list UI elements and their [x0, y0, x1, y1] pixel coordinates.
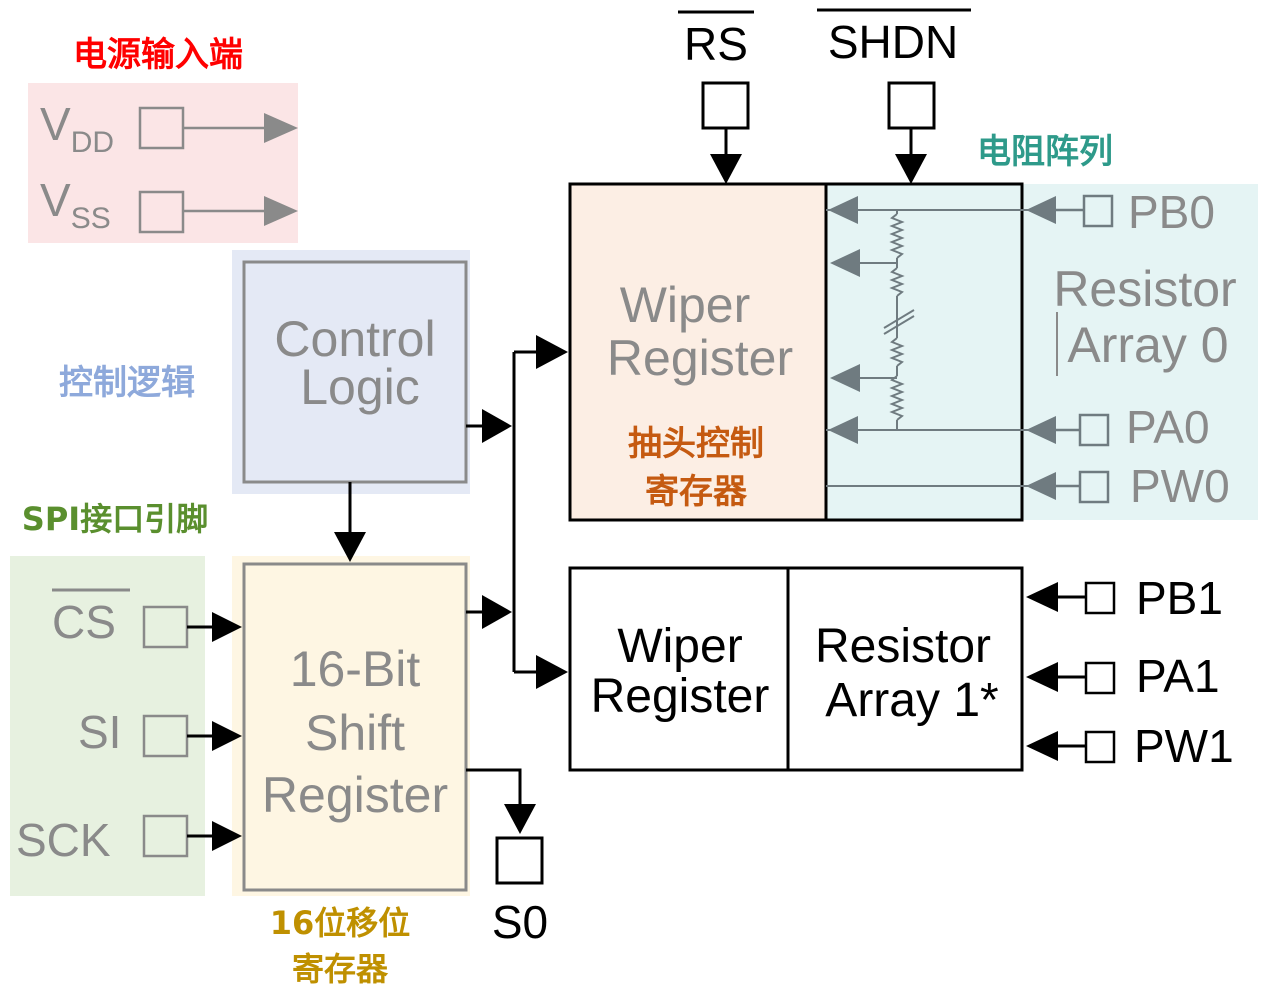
- tap-arrow-1-icon: [828, 196, 858, 224]
- wiper-register-0-text-1: Wiper: [620, 277, 751, 333]
- shift-register-cn-label-2: 寄存器: [292, 950, 389, 988]
- pa0-label: PA0: [1126, 401, 1210, 453]
- pw0-label: PW0: [1130, 460, 1230, 512]
- resistor-array-1-text-1: Resistor: [815, 620, 991, 673]
- pw0-arrow-icon: [1026, 472, 1056, 500]
- pb1-label: PB1: [1136, 572, 1223, 624]
- control-to-bus-arrow-icon: [482, 409, 512, 443]
- control-logic-text-2: Logic: [300, 359, 420, 415]
- cs-label: CS: [52, 596, 116, 648]
- pw1-pin: [1084, 730, 1116, 764]
- shdn-label: SHDN: [828, 16, 958, 68]
- si-arrow-icon: [212, 721, 242, 751]
- shift-register-block: [242, 562, 468, 892]
- resistor-ladder-icon: [826, 209, 1056, 487]
- vdd-arrow-icon: [264, 113, 298, 143]
- shift-register-text-3: Register: [262, 767, 448, 823]
- control-logic-region: [232, 250, 470, 494]
- sck-arrow-icon: [212, 821, 242, 851]
- vss-label: VSS: [40, 174, 111, 235]
- resistor-array-0-block: [824, 182, 1024, 522]
- pb1-arrow-icon: [1026, 582, 1058, 612]
- bus-to-wiper1-arrow-icon: [536, 655, 568, 689]
- so-pin: [495, 836, 544, 885]
- pb0-label: PB0: [1128, 186, 1215, 238]
- control-logic-block: [242, 260, 468, 484]
- tap-arrow-2-icon: [830, 249, 860, 277]
- resistor-array-0-text-1: Resistor: [1053, 261, 1236, 317]
- control-logic-text-1: Control: [274, 311, 435, 367]
- vss-arrow-icon: [264, 196, 298, 226]
- wiper-register-cn-label-1: 抽头控制: [628, 424, 764, 464]
- shift-to-bus-arrow-icon: [482, 595, 512, 629]
- pw1-arrow-icon: [1026, 731, 1058, 761]
- pw1-label: PW1: [1134, 720, 1234, 772]
- pa1-arrow-icon: [1026, 662, 1058, 692]
- resistor-array-1-block: [786, 566, 1024, 772]
- spi-pins-label: SPI接口引脚: [22, 500, 208, 538]
- rs-arrow-icon: [710, 154, 742, 184]
- pw0-pin: [1078, 470, 1110, 504]
- shift-register-text-2: Shift: [305, 705, 405, 761]
- shdn-pin: [887, 81, 936, 130]
- tap-arrow-4-icon: [828, 416, 858, 444]
- wiper-register-1-text-2: Register: [591, 670, 770, 723]
- pb0-pin: [1082, 194, 1114, 228]
- wiper-register-1-text-1: Wiper: [617, 620, 742, 673]
- shift-register-text-1: 16-Bit: [290, 641, 421, 697]
- cs-arrow-icon: [212, 612, 242, 642]
- shift-register-cn-label-1: 16位移位: [270, 904, 411, 942]
- rs-pin: [701, 81, 750, 130]
- control-to-shift-arrow-icon: [334, 532, 366, 562]
- pa0-pin: [1078, 413, 1110, 447]
- pa1-label: PA1: [1136, 650, 1220, 702]
- so-label: S0: [492, 896, 548, 948]
- spi-pins-region: [10, 556, 205, 896]
- wiper-register-region: [570, 184, 826, 520]
- power-input-label: 电源输入端: [73, 35, 243, 75]
- wiper-register-cn-label-2: 寄存器: [645, 472, 748, 512]
- so-arrow-icon: [504, 804, 536, 834]
- sck-label: SCK: [16, 814, 111, 866]
- control-logic-cn-label: 控制逻辑: [59, 363, 195, 403]
- shift-register-region: [232, 556, 470, 896]
- pb0-arrow-icon: [1026, 196, 1056, 224]
- power-input-region: [28, 83, 298, 243]
- si-label: SI: [78, 706, 121, 758]
- resistor-array-1-text-2: Array 1*: [825, 674, 998, 727]
- pb1-pin: [1084, 581, 1116, 615]
- resistor-array-cn-label: 电阻阵列: [977, 132, 1113, 172]
- tap-arrow-3-icon: [830, 364, 860, 392]
- shdn-arrow-icon: [895, 154, 927, 184]
- bus-to-wiper0-arrow-icon: [536, 335, 568, 369]
- resistor-array-0-text-2: Array 0: [1067, 317, 1228, 373]
- pa0-arrow-icon: [1026, 416, 1056, 444]
- rs-label: RS: [684, 18, 748, 70]
- wiper-register-0-text-2: Register: [607, 330, 793, 386]
- pa1-pin: [1084, 661, 1116, 695]
- vdd-label: VDD: [40, 98, 114, 159]
